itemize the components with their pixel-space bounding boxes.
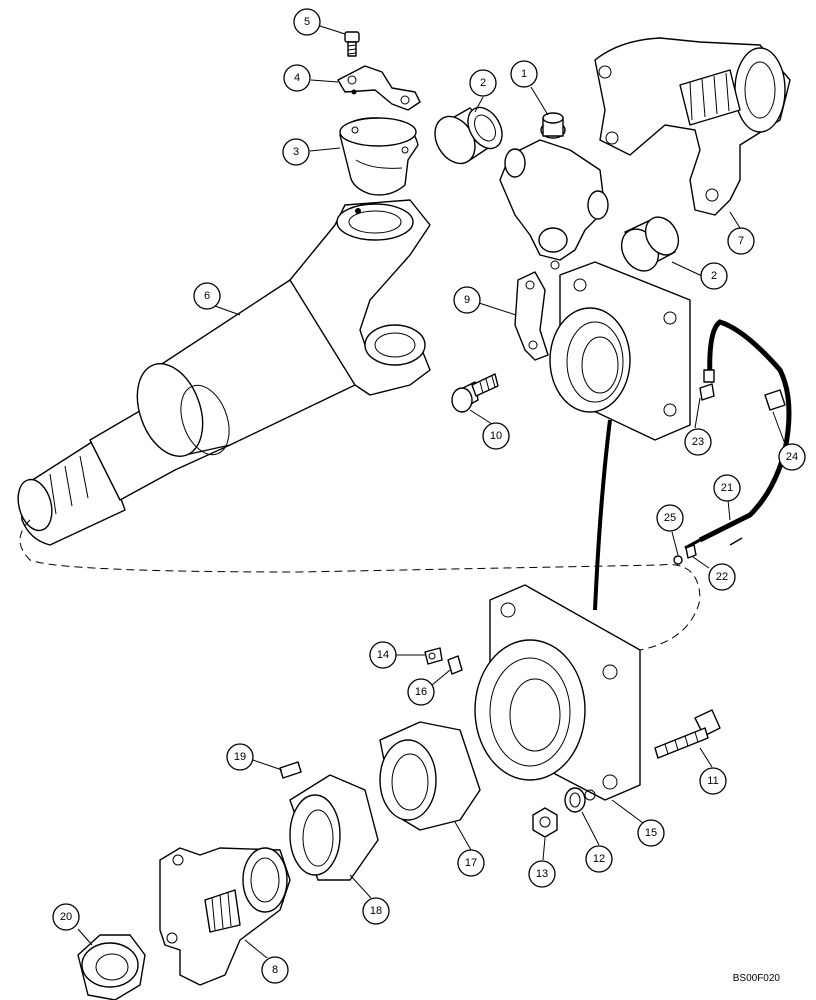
callout-label: 13	[536, 868, 548, 880]
callout-1: 1	[510, 60, 538, 88]
saddle-clamp-part	[514, 271, 549, 361]
lock-washer-part	[564, 787, 586, 813]
callout-5: 5	[293, 8, 321, 36]
locking-collar-part	[289, 774, 379, 881]
callout-label: 16	[415, 686, 427, 698]
callout-label: 20	[60, 911, 72, 923]
flange-nut-part	[77, 934, 146, 1000]
callout-12: 12	[585, 845, 613, 873]
callout-7: 7	[727, 227, 755, 255]
callout-4: 4	[283, 64, 311, 92]
support-bearing-upper-part	[549, 261, 691, 441]
callout-label: 19	[234, 751, 246, 763]
callout-label: 23	[692, 436, 704, 448]
callout-23: 23	[684, 428, 712, 456]
callout-13: 13	[528, 860, 556, 888]
callout-24: 24	[778, 443, 806, 471]
callout-25: 25	[656, 504, 684, 532]
callout-3: 3	[282, 138, 310, 166]
set-screw-part	[279, 761, 302, 779]
callout-label: 18	[370, 905, 382, 917]
callout-8: 8	[261, 956, 289, 984]
callout-label: 21	[721, 482, 733, 494]
flange-bolt-part	[451, 373, 499, 413]
callout-label: 3	[293, 146, 299, 158]
callout-label: 8	[272, 964, 278, 976]
hex-nut-part	[532, 807, 558, 838]
callout-16: 16	[407, 678, 435, 706]
assembly-dashed-line	[19, 519, 701, 651]
callout-label: 4	[294, 72, 300, 84]
callout-9: 9	[453, 286, 481, 314]
leader-lines	[77, 25, 786, 959]
hose-fittings-part	[673, 383, 715, 565]
lock-strap-part	[337, 65, 421, 111]
grease-fitting-part	[424, 647, 443, 665]
callout-6: 6	[193, 282, 221, 310]
callout-18: 18	[362, 897, 390, 925]
callout-label: 15	[645, 827, 657, 839]
bearing-cap-part	[339, 89, 419, 214]
callout-label: 24	[786, 451, 798, 463]
callout-label: 9	[464, 294, 470, 306]
callout-20: 20	[52, 903, 80, 931]
callout-2b: 2	[700, 262, 728, 290]
figure-reference-code: BS00F020	[732, 973, 780, 984]
callout-label: 17	[465, 857, 477, 869]
drive-shaft-part	[17, 199, 431, 546]
callout-label: 7	[738, 235, 744, 247]
callout-label: 2	[711, 270, 717, 282]
callout-10: 10	[482, 422, 510, 450]
bearing-insert-part	[379, 721, 481, 831]
cross-spider-part	[499, 112, 609, 270]
cap-screw-part	[344, 31, 360, 57]
bearing-alignment-line	[593, 419, 612, 611]
bearing-cup-lower-part	[620, 216, 680, 272]
callout-label: 11	[707, 775, 718, 787]
callout-21: 21	[713, 474, 741, 502]
callout-label: 22	[716, 571, 728, 583]
fitting-adapter-part	[447, 655, 463, 675]
callout-14: 14	[369, 641, 397, 669]
callout-label: 10	[490, 430, 502, 442]
callout-11: 11	[699, 767, 727, 795]
callout-label: 25	[664, 512, 676, 524]
slip-yoke-part	[159, 847, 291, 986]
callout-17: 17	[457, 849, 485, 877]
bearing-cup-upper-part	[434, 106, 503, 165]
callout-label: 1	[521, 68, 527, 80]
end-yoke-part	[594, 37, 791, 216]
mounting-bolt-part	[654, 709, 721, 759]
callout-label: 6	[204, 290, 210, 302]
callout-label: 14	[377, 649, 389, 661]
callout-15: 15	[637, 819, 665, 847]
callout-2a: 2	[469, 69, 497, 97]
callout-19: 19	[226, 743, 254, 771]
callout-label: 2	[480, 77, 486, 89]
callout-label: 5	[304, 16, 310, 28]
callout-22: 22	[708, 563, 736, 591]
grease-hose-part	[684, 319, 792, 550]
support-bearing-lower-part	[474, 584, 641, 801]
callout-label: 12	[593, 853, 605, 865]
